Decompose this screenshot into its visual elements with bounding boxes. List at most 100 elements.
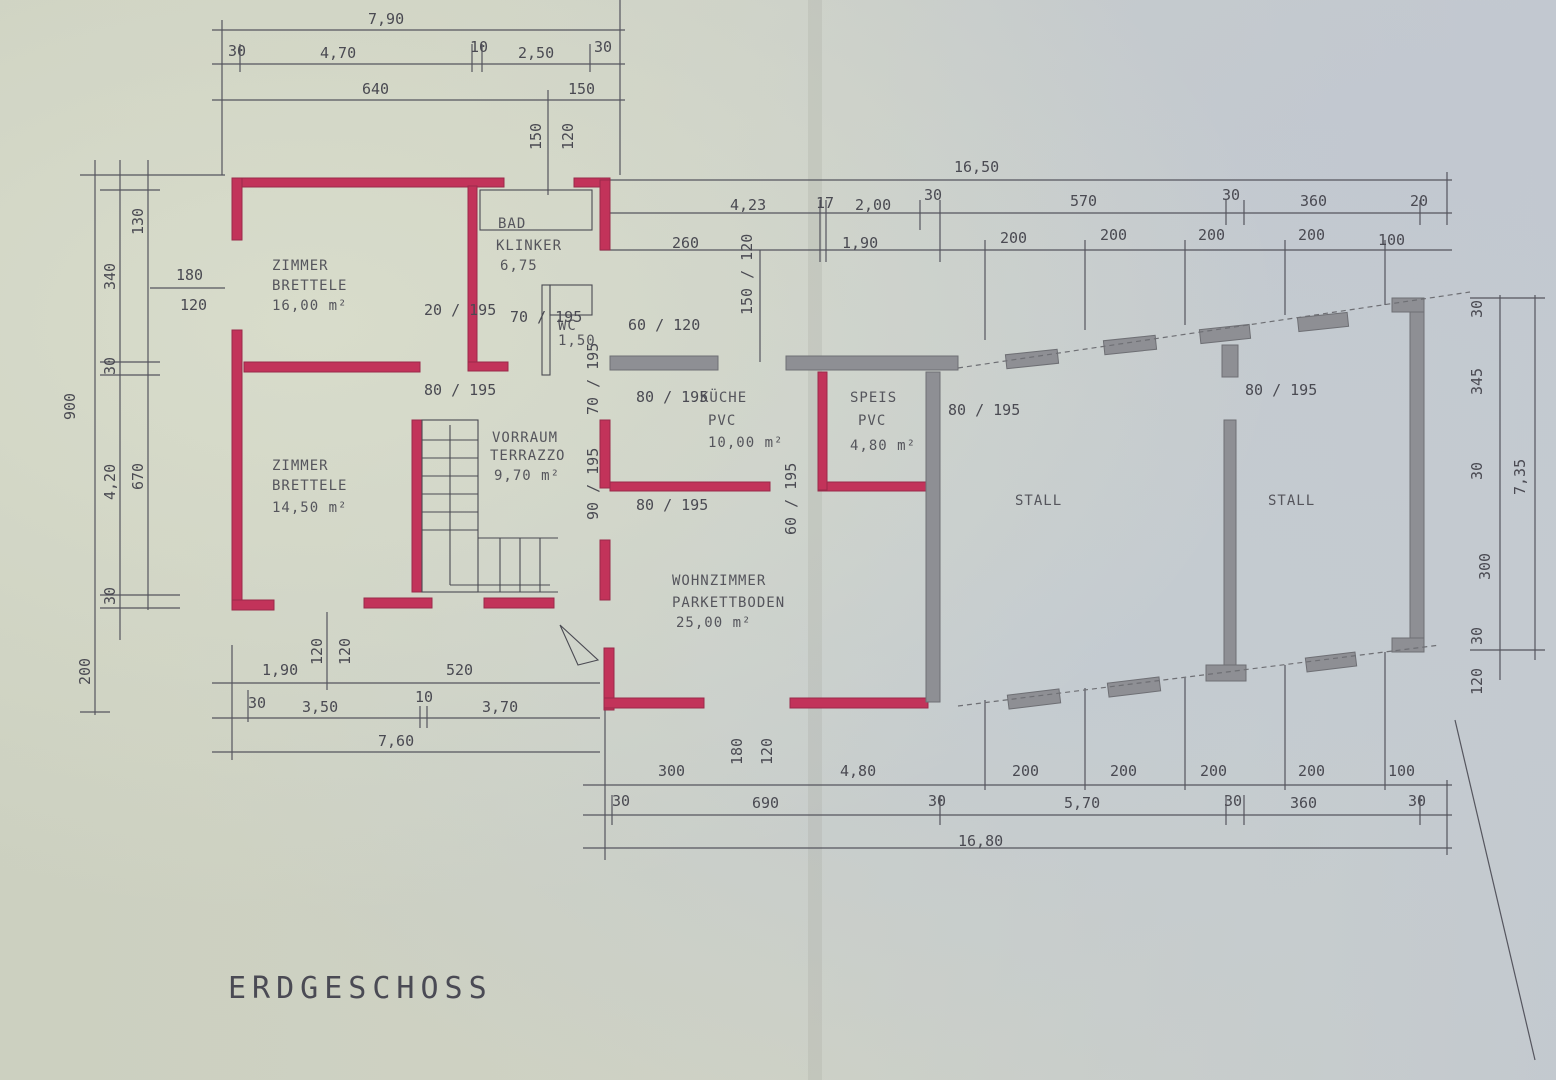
dim-br-w2: 200 (1110, 762, 1137, 780)
room-stall2-name: STALL (1268, 493, 1315, 509)
dim-right-w1: 200 (1000, 229, 1027, 247)
dim-top-10: 10 (470, 38, 488, 56)
dim-left-30a: 30 (101, 357, 119, 375)
room-kueche-floor: PVC (708, 413, 736, 429)
dim-bottom-30: 30 (248, 694, 266, 712)
dim-bottom-10: 10 (415, 688, 433, 706)
walls-stall (609, 297, 1425, 710)
dim-rv-345: 345 (1468, 368, 1486, 395)
dim-right-30a: 30 (924, 186, 942, 204)
dim-br-360: 360 (1290, 794, 1317, 812)
dim-left-200: 200 (76, 658, 94, 685)
dimension-labels: 7,90 30 4,70 10 2,50 30 640 150 150 120 … (61, 10, 1529, 850)
dim-right-17: 17 (816, 194, 834, 212)
dim-right-200: 2,00 (855, 196, 891, 214)
dim-door-80-195a: 80 / 195 (424, 381, 496, 399)
dim-left-130: 130 (129, 208, 147, 235)
room-speis-floor: PVC (858, 413, 886, 429)
dim-br-w4: 200 (1298, 762, 1325, 780)
room-zimmer2-floor: BRETTELE (272, 478, 347, 494)
dim-right-423: 4,23 (730, 196, 766, 214)
dim-br-120: 120 (758, 738, 776, 765)
dim-door-80-195b: 80 / 195 (636, 388, 708, 406)
walls-house (231, 177, 929, 711)
dim-bottom-370: 3,70 (482, 698, 518, 716)
dim-rv-300: 300 (1476, 553, 1494, 580)
room-labels: ZIMMER BRETTELE 16,00 m² ZIMMER BRETTELE… (272, 216, 1315, 631)
room-kueche-area: 10,00 m² (708, 435, 783, 451)
dim-br-30a: 30 (612, 792, 630, 810)
dim-bottom-120a: 120 (308, 638, 326, 665)
dim-left-180: 180 (176, 266, 203, 284)
staircase (421, 419, 558, 593)
dim-bath-150: 150 (527, 123, 545, 150)
room-wc-name: WC (558, 318, 577, 334)
dim-right-190: 1,90 (842, 234, 878, 252)
dim-door-70-195: 70 / 195 (510, 308, 582, 326)
room-wc-area: 1,50 (558, 333, 596, 349)
dim-br-690: 690 (752, 794, 779, 812)
dim-rv-30a: 30 (1468, 300, 1486, 318)
dim-left-900: 900 (61, 393, 79, 420)
dim-door-80-195c: 80 / 195 (636, 496, 708, 514)
dim-br-1680: 16,80 (958, 832, 1003, 850)
room-zimmer1-area: 16,00 m² (272, 298, 347, 314)
dim-top-30b: 30 (594, 38, 612, 56)
room-vorraum-floor: TERRAZZO (490, 448, 565, 464)
bath-fixtures (479, 189, 600, 666)
room-wohnzimmer-name: WOHNZIMMER (672, 573, 766, 589)
dim-rv-735-label: 7,35 (1511, 459, 1529, 495)
dim-door-70-195b: 70 / 195 (584, 343, 602, 415)
dim-top-total: 7,90 (368, 10, 404, 28)
dim-left-340: 340 (101, 263, 119, 290)
dim-door-60-195: 60 / 195 (782, 463, 800, 535)
dim-left-670: 670 (129, 463, 147, 490)
dim-br-300: 300 (658, 762, 685, 780)
dim-right-20: 20 (1410, 192, 1428, 210)
dim-right-260: 260 (672, 234, 699, 252)
room-bad-area: 6,75 (500, 258, 538, 274)
dim-right-360: 360 (1300, 192, 1327, 210)
dim-right-total: 16,50 (954, 158, 999, 176)
dim-top-30a: 30 (228, 42, 246, 60)
room-kueche-name: KÜCHE (700, 388, 747, 406)
dim-br-480: 4,80 (840, 762, 876, 780)
dim-right-30b: 30 (1222, 186, 1240, 204)
room-zimmer2-area: 14,50 m² (272, 500, 347, 516)
dim-left-120: 120 (180, 296, 207, 314)
dim-window-150-120: 150 / 120 (738, 234, 756, 315)
dim-left-30b: 30 (101, 587, 119, 605)
dim-door-80-195e: 80 / 195 (1245, 381, 1317, 399)
room-bad-name: BAD (498, 216, 526, 232)
dim-top-250: 2,50 (518, 44, 554, 62)
room-speis-area: 4,80 m² (850, 438, 916, 454)
dim-br-570: 5,70 (1064, 794, 1100, 812)
dim-br-30c: 30 (1224, 792, 1242, 810)
room-zimmer2-name: ZIMMER (272, 458, 329, 474)
dim-right-w3: 200 (1198, 226, 1225, 244)
dim-top-470: 4,70 (320, 44, 356, 62)
dim-top-640: 640 (362, 80, 389, 98)
dim-rv-120: 120 (1468, 668, 1486, 695)
room-bad-floor: KLINKER (496, 238, 562, 254)
dim-bottom-760: 7,60 (378, 732, 414, 750)
dim-br-30b: 30 (928, 792, 946, 810)
room-zimmer1-floor: BRETTELE (272, 278, 347, 294)
dimension-lines (80, 0, 1545, 1061)
room-speis-name: SPEIS (850, 390, 897, 406)
dim-door-90-195: 90 / 195 (584, 448, 602, 520)
dim-br-30d: 30 (1408, 792, 1426, 810)
dim-bottom-120b: 120 (336, 638, 354, 665)
dim-right-w4: 200 (1298, 226, 1325, 244)
room-zimmer1-name: ZIMMER (272, 258, 329, 274)
dim-window-60-120: 60 / 120 (628, 316, 700, 334)
dim-bottom-520: 520 (446, 661, 473, 679)
dim-door-20-195: 20 / 195 (424, 301, 496, 319)
dim-top-150: 150 (568, 80, 595, 98)
dim-br-100: 100 (1388, 762, 1415, 780)
dim-right-w2: 200 (1100, 226, 1127, 244)
room-stall1-name: STALL (1015, 493, 1062, 509)
paper-fold (808, 0, 822, 1080)
dim-br-180: 180 (728, 738, 746, 765)
